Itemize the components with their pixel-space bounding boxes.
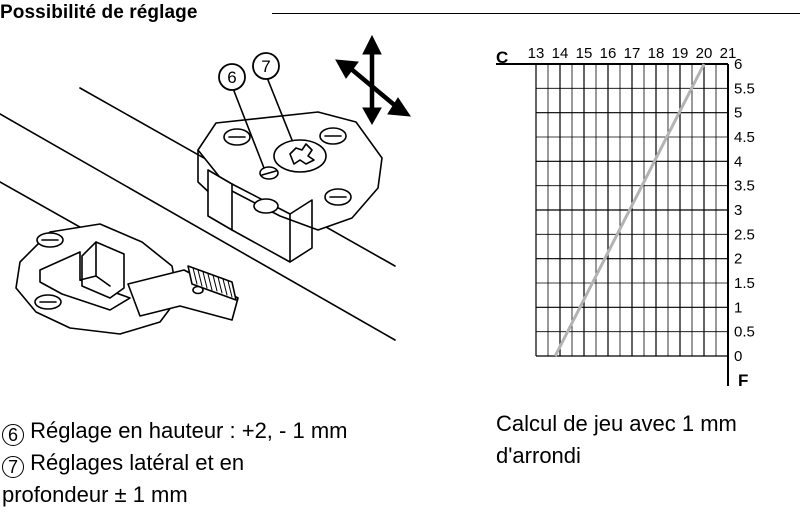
callout-7: 7 <box>252 52 280 80</box>
legend-text-7-line1: Réglages latéral et en <box>30 450 245 475</box>
legend-item-7: 7 Réglages latéral et en <box>2 447 347 479</box>
chart-caption: Calcul de jeu avec 1 mm d'arrondi <box>496 408 737 472</box>
svg-text:7: 7 <box>261 57 270 76</box>
adjustment-arrows-icon <box>335 34 411 126</box>
x-tick-label: 16 <box>600 45 617 62</box>
x-tick-label: 21 <box>720 45 737 62</box>
series-line <box>553 63 706 357</box>
x-tick-label: 15 <box>576 45 593 62</box>
y-tick-label: 1 <box>734 299 742 316</box>
x-tick-label: 14 <box>552 45 569 62</box>
y-tick-label: 1.5 <box>734 275 755 292</box>
y-tick-label: 2.5 <box>734 226 755 243</box>
y-tick-label: 3 <box>734 202 742 219</box>
y-tick-label: 6 <box>734 56 742 73</box>
page-title: Possibilité de réglage <box>0 2 198 23</box>
x-tick-label: 19 <box>672 45 689 62</box>
y-tick-label: 0.5 <box>734 324 755 341</box>
y-tick-label: 4.5 <box>734 129 755 146</box>
chart-grid <box>496 63 729 386</box>
y-tick-label: 0 <box>734 348 742 365</box>
callout-6: 6 <box>218 63 246 91</box>
svg-text:6: 6 <box>227 68 236 87</box>
legend-number-6: 6 <box>2 424 24 446</box>
y-tick-label: 5.5 <box>734 80 755 97</box>
hinge-drawing: 6 7 <box>0 34 411 341</box>
cam-screw <box>273 139 327 173</box>
legend-number-7: 7 <box>2 456 24 478</box>
legend-item-6: 6 Réglage en hauteur : +2, - 1 mm <box>2 415 347 447</box>
clearance-chart: 13 14 15 16 17 18 19 20 21 0 0.5 1 1.5 2 2.5 3 3.5 4 4.5 5… <box>496 45 755 390</box>
x-tick-label: 18 <box>648 45 665 62</box>
header-rule <box>272 13 800 14</box>
chart-caption-line2: d'arrondi <box>496 443 581 468</box>
chart-series <box>553 63 706 357</box>
y-tick-label: 5 <box>734 105 742 122</box>
y-axis-label: F <box>738 371 748 390</box>
x-tick-label: 13 <box>528 45 545 62</box>
legend-text-7-line2: profondeur ± 1 mm <box>2 482 188 507</box>
x-tick-labels: 13 14 15 16 17 18 19 20 21 <box>528 45 737 62</box>
y-tick-label: 3.5 <box>734 178 755 195</box>
y-tick-labels: 0 0.5 1 1.5 2 2.5 3 3.5 4 4.5 5 5.5 6 <box>734 56 755 365</box>
x-tick-label: 20 <box>696 45 713 62</box>
x-axis-label: C <box>496 48 508 67</box>
chart-caption-line1: Calcul de jeu avec 1 mm <box>496 411 737 436</box>
x-tick-label: 17 <box>624 45 641 62</box>
legend-text-6: Réglage en hauteur : +2, - 1 mm <box>30 418 348 443</box>
y-tick-label: 2 <box>734 251 742 268</box>
y-tick-label: 4 <box>734 153 742 170</box>
legend: 6 Réglage en hauteur : +2, - 1 mm 7 Régl… <box>2 415 347 511</box>
